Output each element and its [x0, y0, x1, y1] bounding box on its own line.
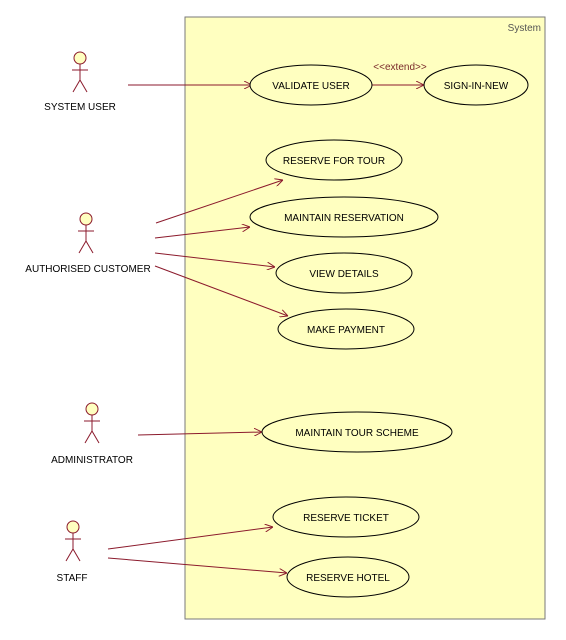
use-case-label: RESERVE HOTEL — [306, 573, 390, 584]
use-case-reserve-for-tour[interactable]: RESERVE FOR TOUR — [265, 139, 403, 181]
use-case-label: MAINTAIN RESERVATION — [284, 213, 404, 224]
use-case-label: RESERVE FOR TOUR — [283, 156, 385, 167]
extend-stereotype: <<extend>> — [373, 62, 427, 73]
actor-staff[interactable]: STAFF — [57, 520, 88, 584]
use-case-label: VIEW DETAILS — [309, 269, 379, 280]
assoc-customer-maintain-reservation — [154, 227, 250, 239]
use-case-maintain-tour-scheme[interactable]: MAINTAIN TOUR SCHEME — [261, 411, 453, 453]
stick-figure-icon — [78, 212, 94, 254]
use-case-reserve-hotel[interactable]: RESERVE HOTEL — [286, 556, 410, 598]
assoc-customer-view-details — [154, 252, 275, 267]
stick-figure-icon — [84, 402, 100, 444]
assoc-staff-reserve-ticket — [107, 527, 273, 550]
stick-figure-icon — [72, 51, 88, 93]
actor-system-user[interactable]: SYSTEM USER — [44, 51, 116, 113]
use-case-view-details[interactable]: VIEW DETAILS — [275, 252, 413, 294]
use-case-label: MAINTAIN TOUR SCHEME — [295, 428, 419, 439]
use-case-reserve-ticket[interactable]: RESERVE TICKET — [272, 496, 420, 538]
use-case-make-payment[interactable]: MAKE PAYMENT — [277, 308, 415, 350]
assoc-administrator-maintain-tour-scheme — [137, 432, 262, 435]
actor-label: AUTHORISED CUSTOMER — [25, 264, 150, 275]
actor-administrator[interactable]: ADMINISTRATOR — [51, 402, 133, 466]
use-case-sign-in-new[interactable]: SIGN-IN-NEW — [423, 64, 529, 106]
actor-label: ADMINISTRATOR — [51, 455, 133, 466]
actor-label: SYSTEM USER — [44, 102, 116, 113]
use-case-label: RESERVE TICKET — [303, 513, 389, 524]
assoc-customer-reserve-for-tour — [155, 180, 283, 224]
use-case-label: VALIDATE USER — [272, 81, 349, 92]
actor-label: STAFF — [57, 573, 88, 584]
use-case-label: MAKE PAYMENT — [307, 325, 385, 336]
assoc-customer-make-payment — [154, 265, 288, 316]
assoc-staff-reserve-hotel — [107, 557, 287, 573]
use-case-maintain-reservation[interactable]: MAINTAIN RESERVATION — [249, 196, 439, 238]
actor-authorised-customer[interactable]: AUTHORISED CUSTOMER — [25, 212, 151, 275]
use-case-validate-user[interactable]: VALIDATE USER — [249, 64, 373, 106]
relations — [107, 85, 424, 573]
system-title: System — [508, 23, 541, 34]
stick-figure-icon — [65, 520, 81, 562]
use-case-label: SIGN-IN-NEW — [444, 81, 509, 92]
